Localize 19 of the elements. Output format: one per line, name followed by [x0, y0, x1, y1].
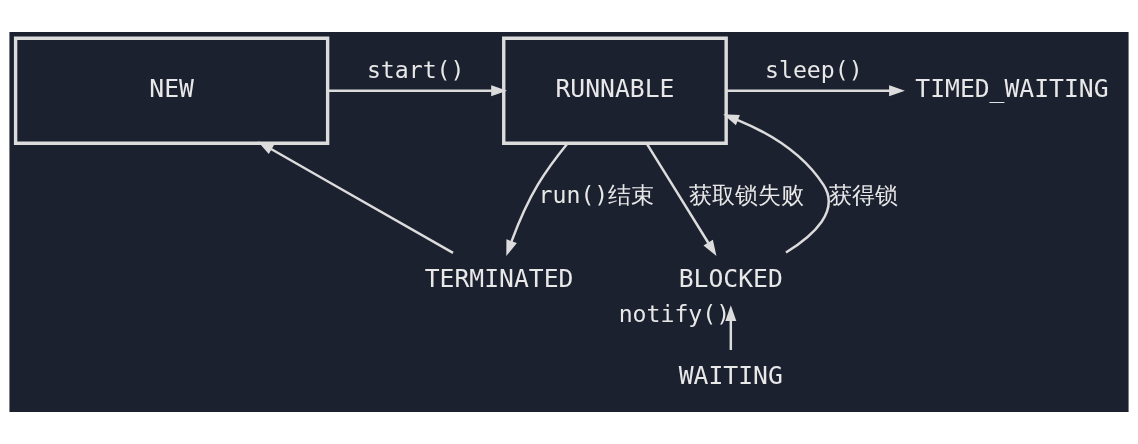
edge-label: notify() [618, 300, 731, 328]
node-text: TIMED_WAITING [915, 73, 1109, 103]
arrow [506, 142, 569, 257]
node-text: BLOCKED [678, 263, 783, 293]
arrow [257, 141, 454, 254]
arrow [725, 305, 737, 350]
arrow [726, 85, 905, 97]
edge-label: run()结束 [538, 181, 655, 209]
node-text: WAITING [678, 360, 783, 390]
edge-label: sleep() [765, 56, 863, 84]
node-box: RUNNABLE [502, 36, 728, 145]
edge-label: 获得锁 [829, 181, 899, 209]
arrow [645, 142, 717, 257]
node-box: NEW [13, 36, 330, 145]
node-text: TERMINATED [424, 263, 574, 293]
edge-label: 获取锁失败 [688, 181, 804, 209]
arrow [327, 85, 507, 97]
edge-label: start() [366, 56, 465, 84]
arrow [723, 114, 830, 254]
